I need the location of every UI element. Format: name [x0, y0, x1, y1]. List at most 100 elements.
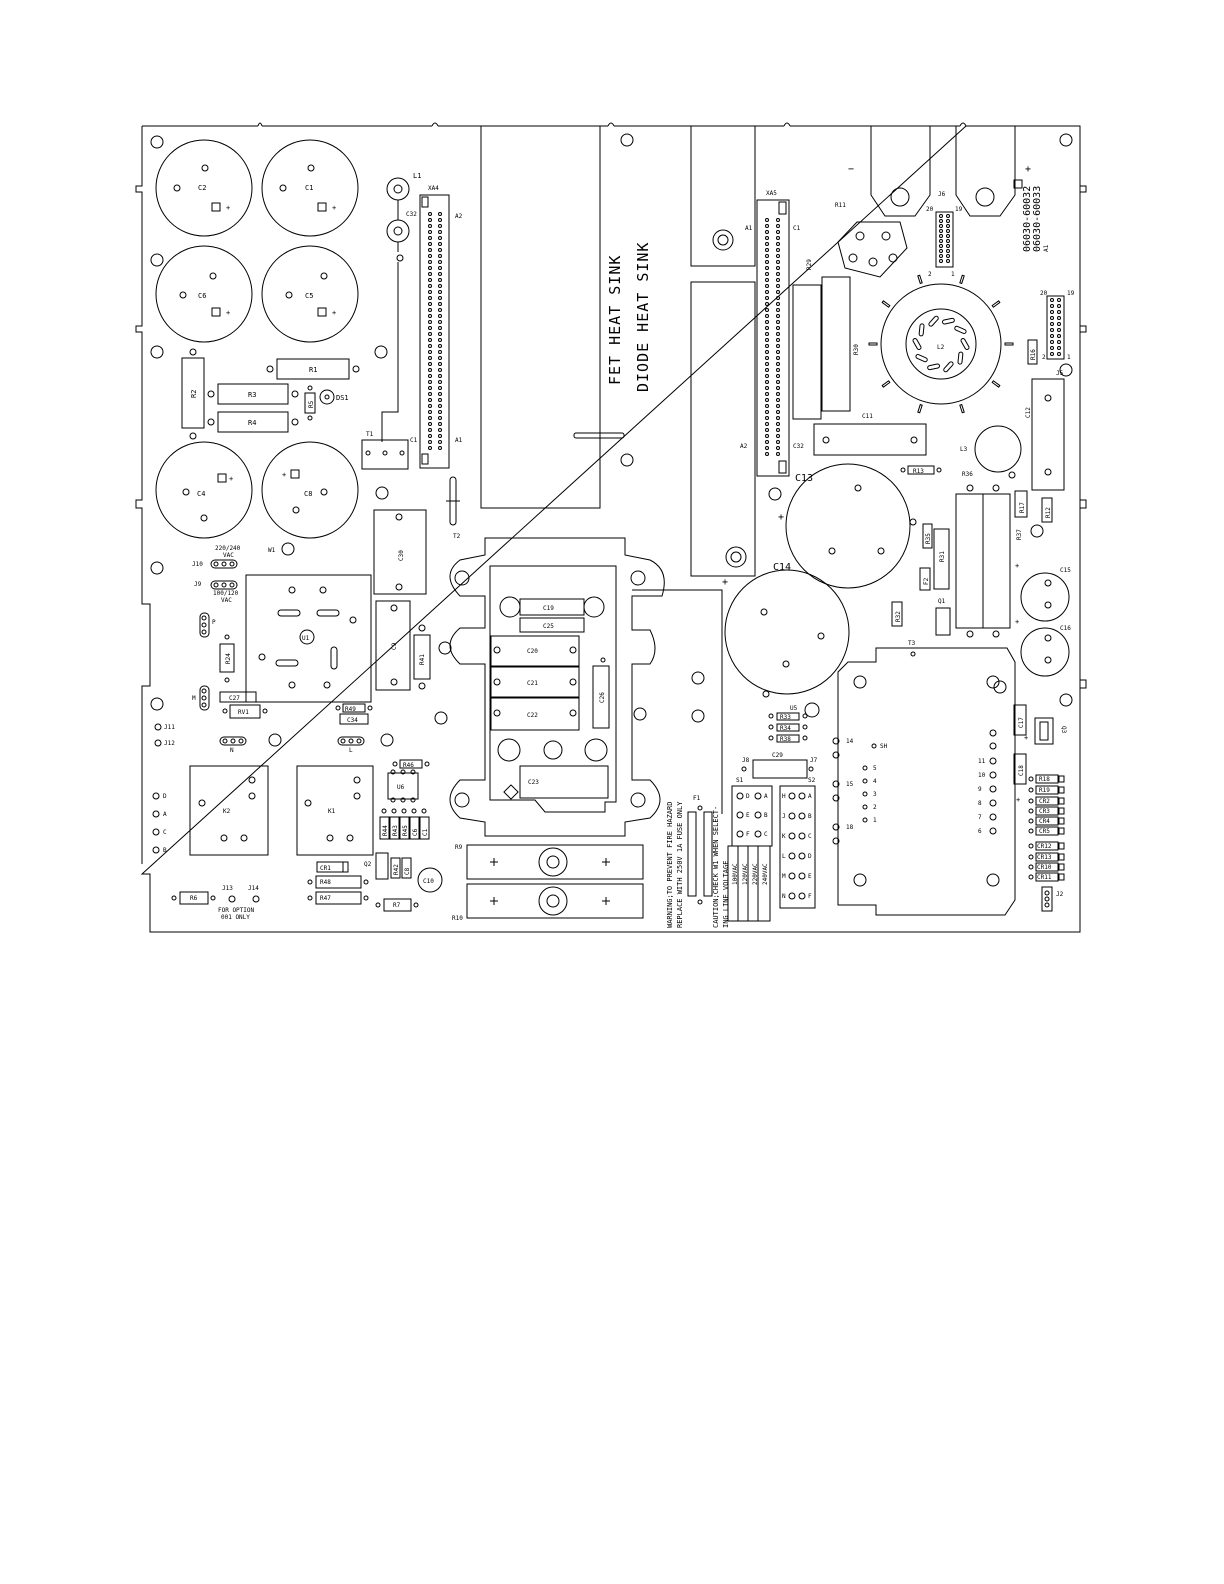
t3-pin-label: 5: [873, 765, 877, 772]
capacitor-c15: C15 +: [1015, 562, 1071, 622]
pin-pad: [438, 290, 442, 294]
svg-text:F1: F1: [693, 795, 701, 802]
capacitor-c26: C26: [592, 657, 610, 729]
warning-block: WARNING;TO PREVENT FIRE HAZARD REPLACE W…: [666, 801, 730, 928]
svg-text:F2: F2: [923, 577, 930, 585]
svg-text:R13: R13: [913, 468, 924, 475]
svg-text:T1: T1: [366, 431, 374, 438]
jumper-w1: W1: [268, 547, 276, 554]
switch-letter: N: [782, 893, 786, 900]
center-bracket: [434, 537, 723, 837]
svg-text:A2: A2: [455, 213, 463, 220]
svg-text:C6: C6: [412, 828, 419, 836]
switch-letter: D: [746, 793, 750, 800]
pin-pad: [765, 446, 769, 450]
capacitor-c14: C14 +: [722, 562, 850, 698]
pin-pad: [438, 326, 442, 330]
winding-pin: [954, 325, 967, 335]
jumper-n: N: [219, 736, 247, 754]
pin-pad: [428, 386, 432, 390]
svg-text:R29: R29: [806, 259, 813, 270]
pin-pad: [776, 350, 780, 354]
diode-pad: [1058, 797, 1065, 805]
pin-pad: [939, 254, 943, 258]
svg-text:C26: C26: [599, 692, 606, 703]
svg-text:CR10: CR10: [1037, 864, 1052, 871]
t3-pin-label: 1: [873, 817, 877, 824]
pin-pad: [428, 254, 432, 258]
pin-pad: [428, 344, 432, 348]
switch-letter: F: [746, 831, 750, 838]
svg-text:R44: R44: [382, 825, 389, 836]
t3-pin-label: 11: [978, 758, 986, 765]
pin-pad: [428, 374, 432, 378]
hole-pair-center: [497, 738, 608, 762]
svg-text:+: +: [229, 475, 233, 483]
diode-pad: [1028, 798, 1034, 804]
pin-pad: [776, 242, 780, 246]
pin-pad: [428, 446, 432, 450]
pin-pad: [765, 404, 769, 408]
resistor-r49: R49: [335, 703, 373, 713]
svg-text:220VAC: 220VAC: [752, 863, 759, 885]
option-note-line2: 001 ONLY: [221, 914, 250, 921]
svg-text:U5: U5: [790, 705, 798, 712]
diode-pad: [1028, 828, 1034, 834]
t3-pin: [862, 817, 868, 823]
svg-text:J14: J14: [248, 885, 259, 892]
pin-pad: [939, 259, 943, 263]
svg-text:240VAC: 240VAC: [762, 863, 769, 885]
pin-pad: [776, 284, 780, 288]
switch-letter: C: [764, 831, 768, 838]
svg-text:2: 2: [1042, 354, 1046, 361]
resistor-r30: R30: [821, 276, 860, 412]
t3-pin: [989, 771, 997, 779]
pin-pad: [438, 254, 442, 258]
svg-text:K1: K1: [328, 808, 336, 815]
pin-pad: [1057, 298, 1061, 302]
diode-pad: [1058, 807, 1065, 815]
pin-pad: [765, 434, 769, 438]
diode-pad: [1028, 787, 1034, 793]
svg-text:A1: A1: [455, 437, 463, 444]
caution-line1: CAUTION;CHECK W1 WHEN SELECT-: [712, 806, 720, 928]
svg-text:T2: T2: [453, 533, 461, 540]
svg-text:C11: C11: [862, 413, 873, 420]
pin-pad: [428, 410, 432, 414]
svg-text:VAC: VAC: [223, 552, 234, 559]
part-number-block: 06030-60032 06030-60033 A1: [1022, 186, 1050, 252]
switch-letter: B: [808, 813, 812, 820]
jumper-j9: J9 100/120 VAC: [194, 580, 239, 604]
winding-pin: [918, 323, 925, 337]
connector-xa4: XA4 A2 A1: [419, 185, 463, 469]
pin-pad: [765, 380, 769, 384]
svg-text:R37: R37: [1016, 529, 1023, 540]
pin-pad: [438, 434, 442, 438]
svg-text:+: +: [778, 512, 784, 523]
diode-pad: [1028, 854, 1034, 860]
resistor-r41: R41: [413, 624, 431, 690]
svg-text:J2: J2: [1056, 891, 1064, 898]
svg-text:R49: R49: [345, 706, 356, 713]
svg-text:Q1: Q1: [938, 598, 946, 605]
svg-text:L1: L1: [413, 172, 421, 180]
svg-text:R12: R12: [1045, 507, 1052, 518]
resistor-r10: R10: [452, 883, 644, 922]
resistor-r32: R32: [891, 601, 903, 627]
svg-text:20: 20: [1040, 290, 1048, 297]
pin-pad: [939, 244, 943, 248]
svg-text:CR3: CR3: [1039, 808, 1050, 815]
pin-pad: [438, 386, 442, 390]
svg-text:XA5: XA5: [766, 190, 777, 197]
switch-pad: [754, 792, 762, 800]
svg-text:R31: R31: [939, 551, 946, 562]
pin-pad: [438, 344, 442, 348]
pin-pad: [776, 314, 780, 318]
svg-text:A: A: [163, 811, 167, 818]
switch-pad: [788, 832, 796, 840]
warning-line1: WARNING;TO PREVENT FIRE HAZARD: [666, 802, 674, 928]
diode-pad: [1058, 873, 1065, 881]
svg-text:1: 1: [951, 271, 955, 278]
pin-pad: [438, 284, 442, 288]
voltage-selector-s2: 100VAC 120VAC 220VAC 240VAC: [727, 845, 771, 922]
